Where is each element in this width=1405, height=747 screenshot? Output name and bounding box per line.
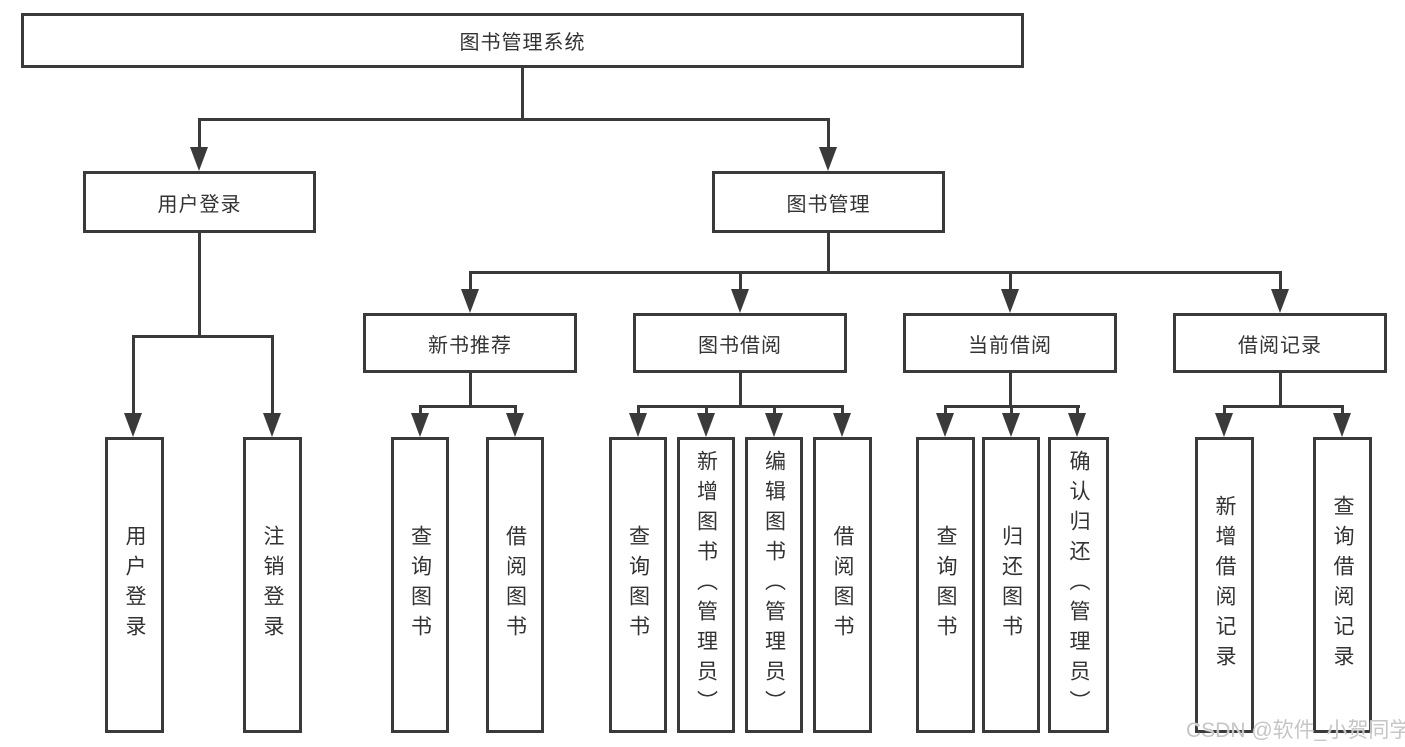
edge-to-leaf-br2 [1341,405,1344,417]
leaf-record-add-label: 新增借阅记录 [1213,495,1236,675]
edge-to-leaf-bb1 [637,405,640,417]
edge-book-borrow-stem [739,373,742,405]
leaf-current-query-label: 查询图书 [934,525,957,645]
leaf-current-confirm: 确认归还（管理员） [1048,437,1109,733]
leaf-borrow-add: 新增图书（管理员） [677,437,735,733]
node-borrow-records: 借阅记录 [1173,313,1387,373]
arrowhead-leaf-cb3-icon [1068,413,1086,437]
edge-to-leaf-bb2 [705,405,708,417]
leaf-current-return: 归还图书 [982,437,1040,733]
leaf-borrow-query-label: 查询图书 [626,525,650,645]
leaf-user-login-label: 用户登录 [123,525,146,645]
edge-to-borrow-records [1279,271,1282,291]
arrowhead-leaf-logout-icon [263,413,281,437]
arrowhead-leaf-cb1-icon [936,413,954,437]
node-current-borrow-label: 当前借阅 [968,334,1052,357]
edge-new-book-stem [469,373,472,405]
edge-to-leaf-bb4 [841,405,844,417]
edge-book-mgmt-stem [827,233,830,271]
node-book-borrow: 图书借阅 [633,313,847,373]
leaf-newbook-borrow-label: 借阅图书 [503,525,527,645]
arrowhead-current-borrow-icon [1001,289,1019,313]
arrowhead-leaf-nb1-icon [411,413,429,437]
leaf-borrow-book-label: 借阅图书 [831,525,854,645]
node-user-login-branch: 用户登录 [83,171,316,233]
node-current-borrow: 当前借阅 [903,313,1117,373]
arrowhead-leaf-br2-icon [1333,413,1351,437]
csdn-watermark: CSDN @软件_小贺同学 [1186,719,1405,742]
edge-to-leaf-nb1 [419,405,422,417]
leaf-newbook-query: 查询图书 [391,437,449,733]
leaf-record-query-label: 查询借阅记录 [1331,495,1354,675]
leaf-borrow-add-label: 新增图书（管理员） [694,450,718,720]
edge-root-stem [521,68,524,118]
leaf-record-query: 查询借阅记录 [1313,437,1372,733]
edge-to-leaf-cb1 [944,405,947,417]
leaf-logout-label: 注销登录 [261,525,284,645]
arrowhead-book-borrow-icon [731,289,749,313]
leaf-borrow-edit-label: 编辑图书（管理员） [762,450,786,720]
edge-to-current-borrow [1009,271,1012,291]
node-root-label: 图书管理系统 [459,32,586,54]
leaf-user-login: 用户登录 [105,437,164,733]
node-book-mgmt-branch-label: 图书管理 [786,193,871,216]
edge-to-user-login [198,118,201,151]
arrowhead-new-book-icon [461,289,479,313]
edge-to-leaf-br1 [1223,405,1226,417]
edge-level3-bus [469,271,1282,274]
arrowhead-user-login-icon [190,147,208,171]
leaf-newbook-borrow: 借阅图书 [486,437,544,733]
leaf-borrow-query: 查询图书 [609,437,667,733]
node-book-mgmt-branch: 图书管理 [712,171,945,233]
edge-to-leaf-logout [271,335,274,415]
edge-to-book-borrow [739,271,742,291]
edge-book-borrow-bus [637,405,844,408]
leaf-newbook-query-label: 查询图书 [408,525,432,645]
arrowhead-book-mgmt-icon [819,147,837,171]
edge-new-book-bus [419,405,517,408]
node-new-book-label: 新书推荐 [428,334,512,357]
arrowhead-leaf-bb4-icon [833,413,851,437]
edge-borrow-records-stem [1279,373,1282,405]
edge-to-leaf-bb3 [773,405,776,417]
edge-current-borrow-stem [1009,373,1012,405]
arrowhead-leaf-br1-icon [1215,413,1233,437]
edge-level2-bus [198,118,830,121]
arrowhead-borrow-records-icon [1271,289,1289,313]
arrowhead-leaf-cb2-icon [1002,413,1020,437]
node-book-borrow-label: 图书借阅 [698,334,782,357]
edge-to-book-mgmt [827,118,830,151]
leaf-current-return-label: 归还图书 [999,525,1023,645]
edge-to-leaf-cb2 [1010,405,1013,417]
leaf-current-query: 查询图书 [916,437,975,733]
edge-borrow-records-bus [1223,405,1344,408]
leaf-logout: 注销登录 [243,437,302,733]
arrowhead-leaf-bb2-icon [697,413,715,437]
leaf-borrow-edit: 编辑图书（管理员） [745,437,803,733]
edge-user-login-stem [198,233,201,335]
node-borrow-records-label: 借阅记录 [1238,334,1322,357]
node-user-login-branch-label: 用户登录 [157,193,242,216]
arrowhead-leaf-nb2-icon [506,413,524,437]
edge-to-leaf-nb2 [514,405,517,417]
edge-to-leaf-cb3 [1076,405,1079,417]
edge-to-leaf-login [132,335,135,415]
leaf-borrow-book: 借阅图书 [813,437,872,733]
node-root: 图书管理系统 [21,13,1024,68]
edge-user-login-bus [132,335,274,338]
arrowhead-leaf-bb1-icon [629,413,647,437]
arrowhead-leaf-login-icon [124,413,142,437]
leaf-record-add: 新增借阅记录 [1195,437,1254,733]
arrowhead-leaf-bb3-icon [765,413,783,437]
node-new-book: 新书推荐 [363,313,577,373]
edge-to-new-book [469,271,472,291]
leaf-current-confirm-label: 确认归还（管理员） [1067,450,1090,720]
